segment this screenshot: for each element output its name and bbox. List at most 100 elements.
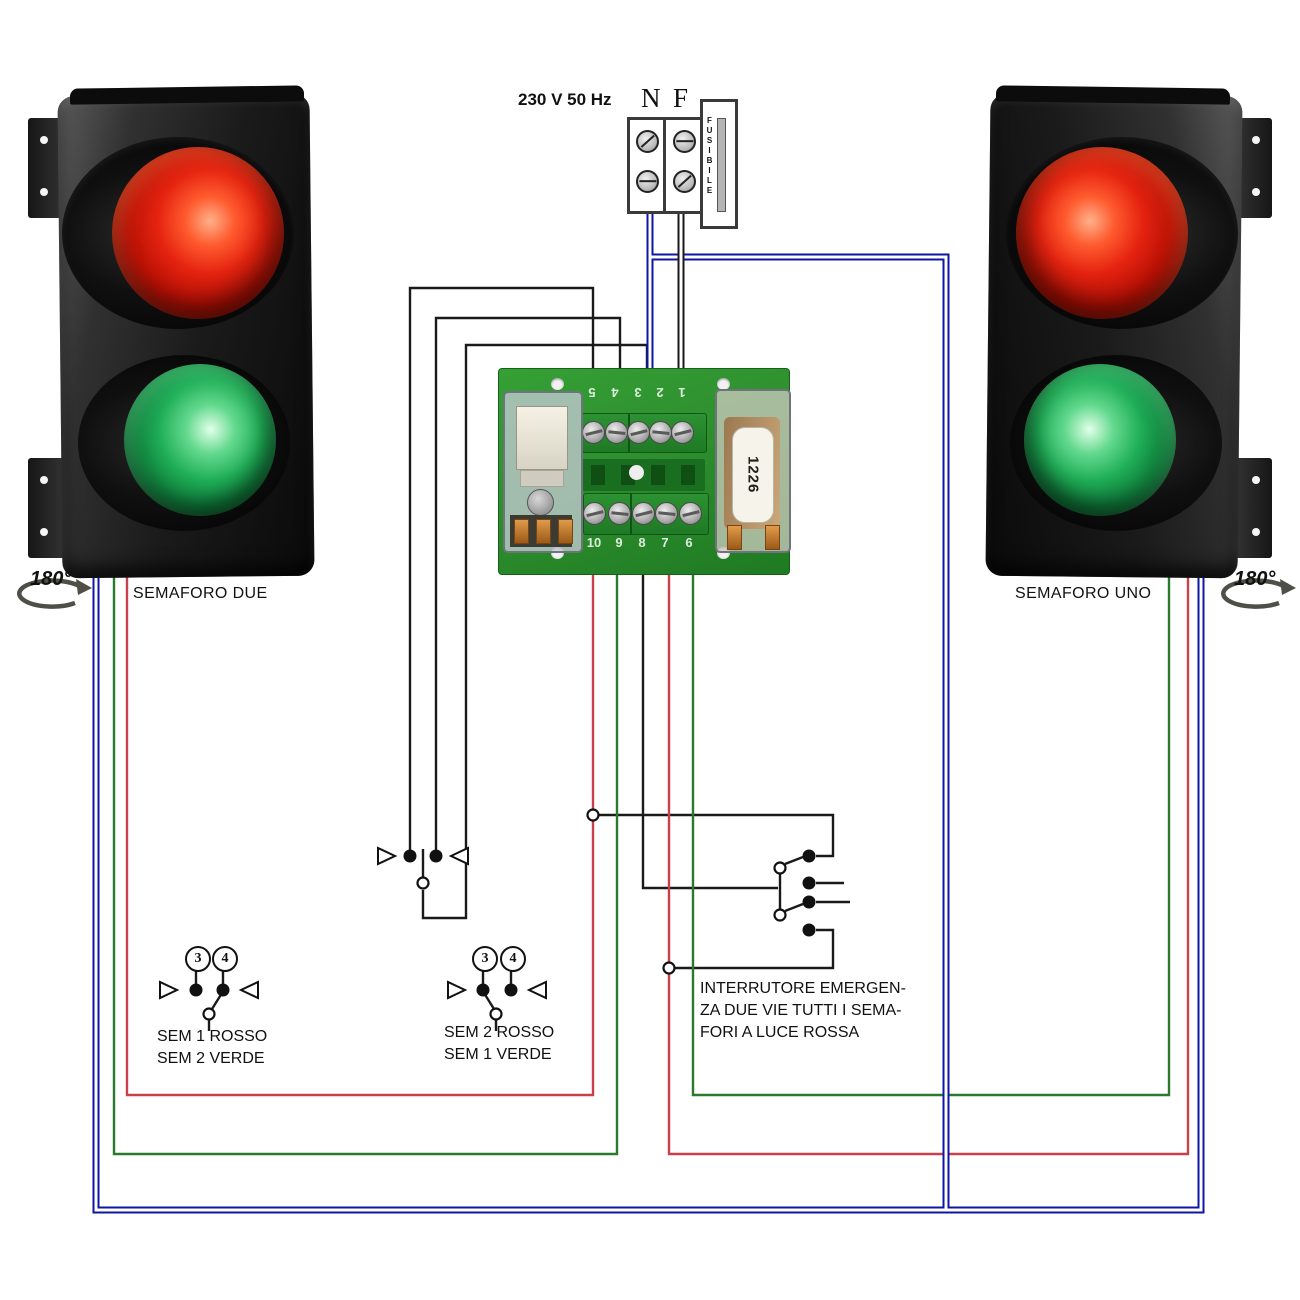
wire-neutral-branch-core [650,255,948,1210]
rotation-icon-left: 180° [12,568,104,626]
switch-terminal-badge: 3 [472,946,498,972]
wire-neutral-loop [92,555,1205,1214]
triangle-marker [448,846,469,866]
toggle-contact-right [429,849,443,863]
wire-neutral-loop-core [94,555,1203,1212]
wire-terminal8-to-emergency [641,568,778,890]
bracket-hole [1252,528,1260,536]
terminal-number-top: 3 [634,385,642,400]
emergency-feed-bottom [669,928,835,970]
switch-label-left: SEM 1 ROSSO SEM 2 VERDE [157,1026,267,1070]
strip-seam [630,494,632,534]
channel-slot [651,465,665,485]
relay-contact [514,519,529,544]
board-mount-hole [717,378,730,390]
fuse-element [717,118,726,212]
traffic-light-right [982,85,1282,590]
terminal-screw [679,502,702,525]
switch-mid-pivot [489,1007,503,1021]
switch-terminal-badge: 3 [185,946,211,972]
terminal-screw [627,421,650,444]
terminal-screw [655,502,678,525]
emergency-contact-4 [802,923,816,937]
bracket-hole [40,476,48,484]
supply-voltage-label: 230 V 50 Hz [518,90,612,109]
switch-label-line: SEM 2 VERDE [157,1050,265,1067]
terminal-number-bottom: 8 [638,535,646,550]
relay-capsule: 1226 [732,427,774,523]
fuse-label: FUSIBILE [705,116,714,196]
light-cap [995,85,1231,105]
light-cap [69,85,305,105]
switch-label-line: SEM 1 VERDE [444,1046,552,1063]
terminal-number-top: 4 [611,385,619,400]
control-board: 5 4 3 2 1 10 9 8 7 6 [498,368,791,575]
phase-terminal-label: F [673,83,689,113]
screw-icon [673,170,696,193]
terminal-screw [605,421,628,444]
bracket-hole [40,188,48,196]
supply-terminal-block [627,117,704,214]
wire-terminal5-to-switch [408,286,595,850]
terminal-screw [608,502,631,525]
green-lamp [1024,364,1176,516]
terminal-screw [632,502,655,525]
terminal-number-bottom: 6 [685,535,693,550]
emergency-label-line: INTERRUTORE EMERGEN- [700,980,906,997]
switch-mid-contact-3 [476,983,490,997]
red-wire-tap-bottom [662,961,676,975]
rotate-arrow-icon [17,578,92,609]
bracket-hole [1252,476,1260,484]
light-name-right: SEMAFORO UNO [1015,585,1152,602]
toggle-contact-left [403,849,417,863]
channel-slot [591,465,605,485]
triangle-marker [159,980,180,1000]
channel-slot [681,465,695,485]
wire-red-sem1 [667,555,1190,1156]
terminal-screw [583,502,606,525]
terminal-number-bottom: 10 [586,535,602,550]
toggle-pivot [416,876,430,890]
bracket-hole [1252,136,1260,144]
red-lamp [1016,147,1188,319]
terminal-number-top: 2 [656,385,664,400]
green-lamp [124,364,276,516]
switch-left-contact-4 [216,983,230,997]
fuse-holder: FUSIBILE [700,99,738,229]
wire-red-sem2 [125,555,595,1097]
terminal-number-top: 1 [678,385,686,400]
terminal-number-bottom: 7 [661,535,669,550]
switch-left-contact-3 [189,983,203,997]
relay-coil-base [520,470,564,487]
screw-icon [636,170,659,193]
board-mount-hole [551,378,564,390]
light-name-left: SEMAFORO DUE [133,585,268,602]
emergency-label-line: FORI A LUCE ROSSA [700,1024,860,1041]
rotate-arrow-icon [1221,578,1296,609]
board-center-hole [629,465,644,480]
neutral-terminal-label: N [641,83,661,113]
emergency-contact-3 [802,895,816,909]
relay-contact [558,519,573,544]
bracket-hole [40,528,48,536]
screw-icon [636,130,659,153]
relay-left [503,391,583,553]
triangle-marker [447,980,468,1000]
relay-serial-label: 1226 [744,456,762,494]
switch-label-line: SEM 2 ROSSO [444,1024,555,1041]
relay-right: 1226 [715,389,791,553]
terminal-divider [663,120,666,211]
relay-contact [727,525,742,550]
switch-label-middle: SEM 2 ROSSO SEM 1 VERDE [444,1022,554,1066]
terminal-screw [671,421,694,444]
emergency-pivot-top [773,861,787,875]
emergency-feed-top [593,813,835,858]
red-lamp [112,147,284,319]
emergency-switch-label: INTERRUTORE EMERGEN- ZA DUE VIE TUTTI I … [700,978,906,1044]
emergency-lever-1 [784,855,804,866]
rotation-label: 180° [30,568,72,590]
wire-green-sem1 [691,555,1171,1097]
emergency-lever-2 [784,902,804,913]
